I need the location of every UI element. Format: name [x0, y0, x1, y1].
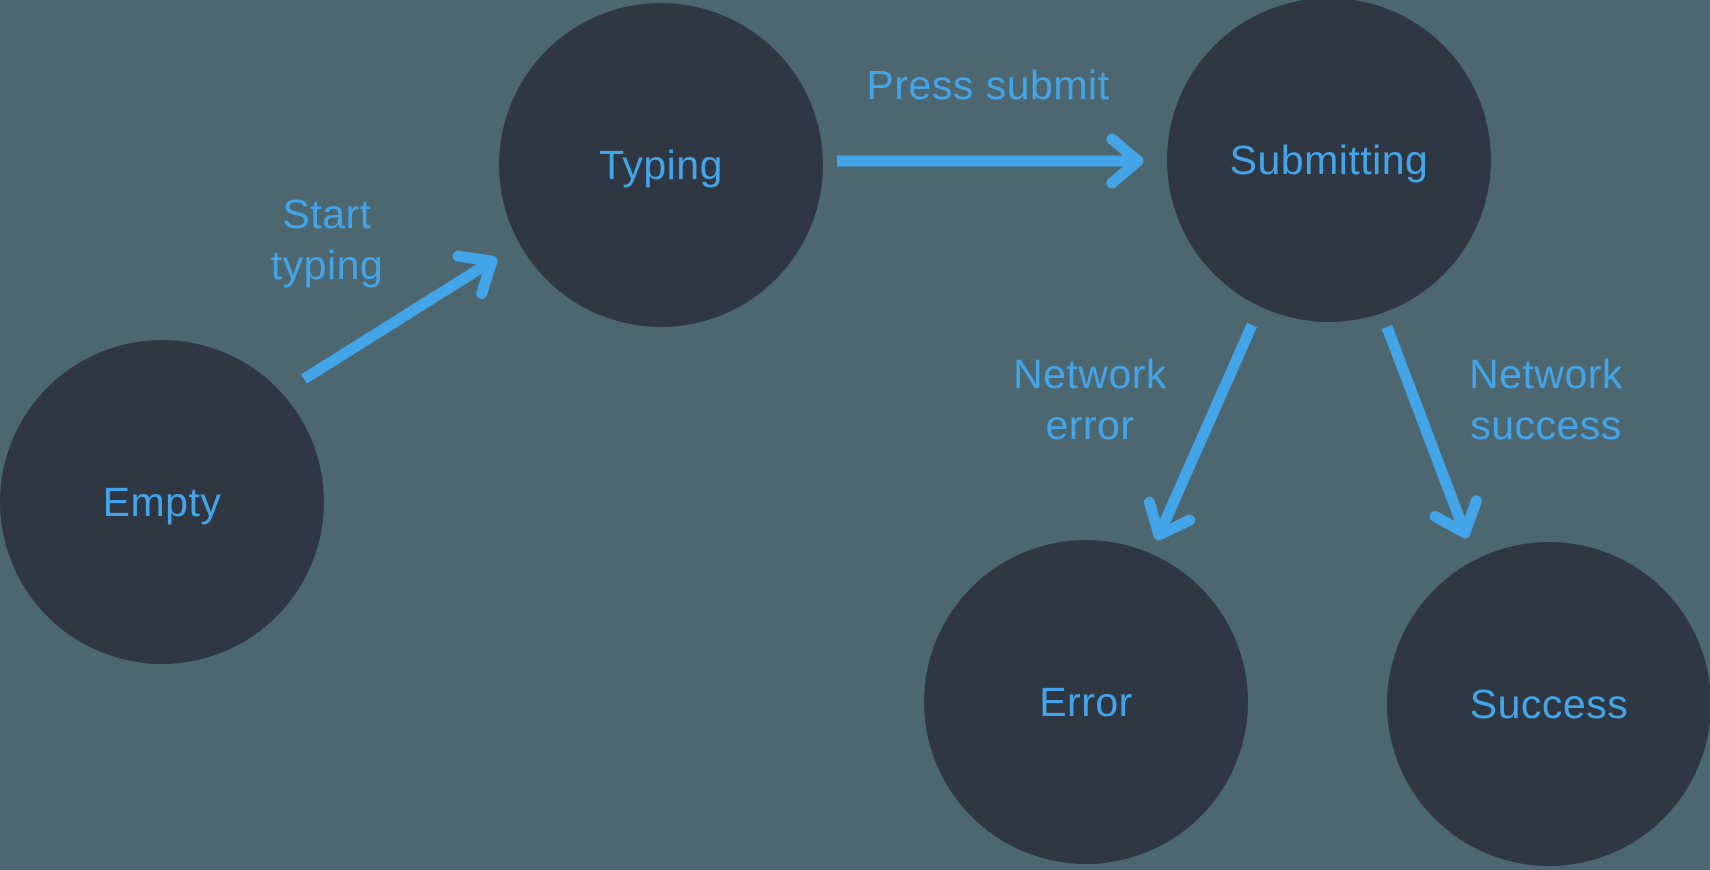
- state-label-error: Error: [1039, 678, 1133, 725]
- state-node-success: Success: [1387, 542, 1710, 866]
- transition-label-press-submit: Press submit: [866, 62, 1110, 109]
- state-node-submitting: Submitting: [1167, 0, 1491, 322]
- transition-label-network-error: Network error: [1013, 350, 1167, 448]
- state-node-error: Error: [924, 540, 1248, 864]
- state-node-empty: Empty: [0, 340, 324, 664]
- transition-label-start-typing: Start typing: [270, 190, 384, 288]
- state-label-success: Success: [1469, 680, 1629, 727]
- state-label-submitting: Submitting: [1229, 136, 1429, 183]
- state-label-typing: Typing: [599, 141, 723, 188]
- state-label-empty: Empty: [102, 478, 222, 525]
- transition-label-network-success: Network success: [1469, 350, 1623, 448]
- state-node-typing: Typing: [499, 3, 823, 327]
